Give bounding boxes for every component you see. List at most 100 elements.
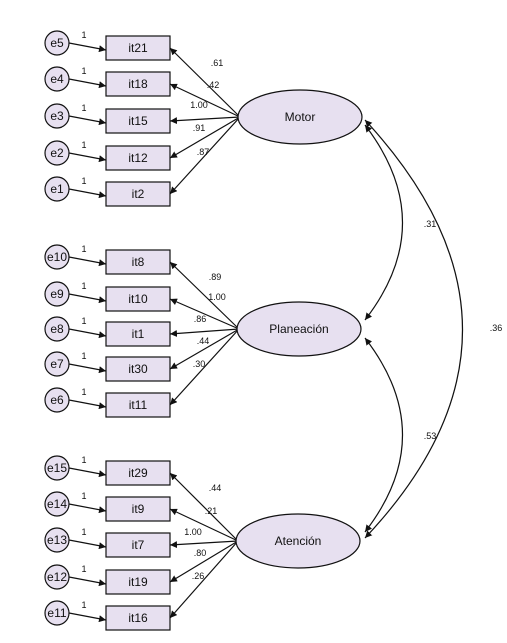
error-path-e11 [68,612,107,623]
error-label-e6: e6 [50,393,64,407]
loading-path-it16 [169,540,239,619]
error-path-e14 [68,503,107,514]
latent-motor [237,89,363,145]
item-box-it1 [105,321,171,347]
item-label-it8: it8 [132,255,145,269]
loading-path-it8 [169,261,240,330]
error-weight-e5: 1 [81,30,86,40]
loading-label-it12: .91 [193,123,206,133]
item-box-it18 [105,71,171,97]
error-e6 [44,387,70,413]
error-e1 [44,176,70,202]
error-weight-e10: 1 [81,244,86,254]
covariance-motor-planeacion [364,124,404,321]
loading-path-it7 [169,540,239,549]
loading-label-it19: .80 [194,548,207,558]
error-label-e1: e1 [50,182,64,196]
error-weight-e8: 1 [81,316,86,326]
error-e4 [44,66,70,92]
error-weight-e11: 1 [81,600,86,610]
loading-label-it15: 1.00 [190,100,208,110]
error-weight-e12: 1 [81,564,86,574]
item-label-it18: it18 [128,77,148,91]
error-label-e9: e9 [50,287,64,301]
loading-label-it10: 1.00 [208,292,226,302]
item-label-it7: it7 [132,538,145,552]
error-label-e3: e3 [50,109,64,123]
covariance-motor-atencion [364,119,463,539]
error-path-e4 [68,78,107,89]
error-path-e12 [68,576,107,587]
loading-label-it7: 1.00 [184,527,202,537]
error-e9 [44,281,70,307]
loading-path-it1 [169,328,240,337]
error-weight-e7: 1 [81,351,86,361]
error-weight-e4: 1 [81,66,86,76]
item-box-it7 [105,532,171,558]
error-path-e3 [68,115,107,126]
covariance-label-motor-atencion: .36 [490,323,503,333]
item-box-it19 [105,569,171,595]
error-path-e1 [68,188,107,199]
item-box-it10 [105,286,171,312]
covariance-label-planeacion-atencion: .53 [424,431,437,441]
loading-label-it8: .89 [209,272,222,282]
error-e12 [44,564,70,590]
item-label-it1: it1 [132,327,145,341]
error-label-e11: e11 [47,606,66,620]
error-weight-e3: 1 [81,103,86,113]
item-label-it11: it11 [129,398,148,412]
item-label-it2: it2 [132,187,145,201]
error-path-e5 [68,42,107,53]
item-box-it2 [105,181,171,207]
latent-label-atencion: Atención [275,534,322,548]
loading-label-it18: .42 [207,80,220,90]
latent-label-motor: Motor [285,110,316,124]
error-label-e2: e2 [50,146,64,160]
item-label-it15: it15 [128,114,148,128]
error-path-e8 [68,328,107,339]
loading-label-it2: .87 [197,147,210,157]
error-path-e10 [68,256,107,267]
item-label-it12: it12 [128,151,148,165]
error-weight-e15: 1 [81,455,86,465]
latent-label-planeacion: Planeación [269,322,328,336]
loading-path-it2 [169,116,241,195]
error-label-e8: e8 [50,322,64,336]
loading-path-it21 [169,47,241,118]
item-label-it10: it10 [128,292,148,306]
error-e3 [44,103,70,129]
item-label-it9: it9 [132,502,145,516]
loading-path-it15 [169,116,241,125]
loading-path-it10 [169,298,240,330]
loading-path-it18 [169,83,241,118]
error-path-e7 [68,363,107,374]
error-weight-e9: 1 [81,281,86,291]
loading-path-it19 [169,540,239,583]
error-weight-e14: 1 [81,491,86,501]
item-label-it16: it16 [128,611,148,625]
item-box-it21 [105,35,171,61]
item-box-it9 [105,496,171,522]
loading-label-it21: .61 [211,58,224,68]
error-path-e2 [68,152,107,163]
error-e15 [44,455,70,481]
item-label-it21: it21 [128,41,148,55]
loading-label-it30: .44 [197,336,210,346]
loading-label-it29: .44 [209,483,222,493]
loading-path-it30 [169,328,240,370]
error-e2 [44,140,70,166]
loading-label-it9: .21 [205,506,218,516]
error-path-e6 [68,399,107,410]
item-box-it12 [105,145,171,171]
error-label-e7: e7 [50,357,64,371]
error-weight-e13: 1 [81,527,86,537]
error-e8 [44,316,70,342]
loading-path-it11 [169,328,240,406]
error-label-e5: e5 [50,36,64,50]
item-box-it16 [105,605,171,631]
error-path-e9 [68,293,107,304]
error-e13 [44,527,70,553]
item-label-it19: it19 [128,575,148,589]
